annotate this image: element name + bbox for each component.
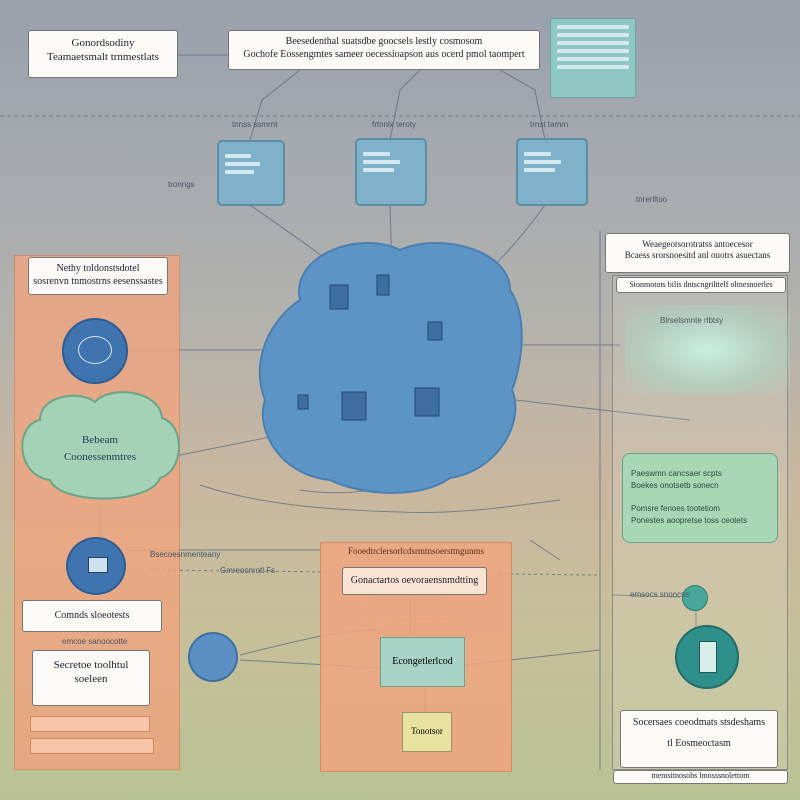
legend-bar bbox=[557, 33, 629, 37]
center-panel-button-label: Gonactartos oevoraensnmdtting bbox=[350, 575, 479, 586]
right-panel-title-line1: Weaegeotsorotratss antoecesor bbox=[642, 239, 753, 249]
right-panel-title-line2: Bcaess srorsnoesitd anl ouotrs asuectans bbox=[624, 250, 771, 261]
top-center-title-box: Beesedenthal suatsdbe goocsels lestly co… bbox=[228, 30, 540, 70]
left-node-ring bbox=[78, 336, 112, 364]
blue-circle-bottom[interactable] bbox=[188, 632, 238, 682]
top-center-title-line2: Gochofe Eossengmtes sameer oecessioapson… bbox=[243, 48, 525, 60]
server-node-2[interactable] bbox=[355, 138, 427, 206]
legend-bar bbox=[557, 41, 629, 45]
legend-bar bbox=[557, 49, 629, 53]
left-panel-title: Nethy toldonstsdotel sosrenvn tnmostrns … bbox=[28, 257, 168, 295]
left-device-circle[interactable] bbox=[66, 537, 126, 595]
server-label-3: trnst tamrn bbox=[530, 120, 569, 129]
left-box-secretoe-line1: Secretoe toolhtul bbox=[53, 659, 129, 671]
left-panel-title-line1: Nethy toldonstsdotel bbox=[56, 263, 140, 274]
center-small-label: Tonotsor bbox=[411, 726, 443, 736]
right-bottom-line2: tl Eosmeoctasm bbox=[667, 737, 731, 749]
mid-left-label: Bsecoesnmenteany bbox=[150, 550, 221, 559]
right-panel-title: Weaegeotsorotratss antoecesor Bcaess sro… bbox=[605, 233, 790, 273]
server-node-1[interactable] bbox=[217, 140, 285, 206]
small-teal-circle-label: emsocs snoocss bbox=[630, 590, 690, 599]
left-node-circle[interactable] bbox=[62, 318, 128, 384]
legend-bar bbox=[557, 25, 629, 29]
right-green-line3: Pomsre fenoes tootetiom bbox=[631, 503, 720, 513]
center-panel-button[interactable]: Gonactartos oevoraensnmdtting bbox=[342, 567, 487, 595]
left-panel-title-line2: sosrenvn tnmostrns eesenssastes bbox=[33, 275, 163, 287]
top-left-title-line1: Gonordsodiny bbox=[71, 37, 135, 49]
left-cloud-line2: Coonessenmtres bbox=[63, 450, 137, 463]
left-box-comnds-label: Comnds sloeotests bbox=[54, 610, 130, 621]
node-bar bbox=[225, 170, 254, 174]
node-bar bbox=[524, 152, 552, 156]
left-box-comnds: Comnds sloeotests bbox=[22, 600, 162, 632]
left-cloud-text: Bebeam Coonessenmtres bbox=[30, 432, 170, 465]
right-green-box[interactable]: Paeswmn cancsaer scpts Boekes onotsetb s… bbox=[622, 453, 778, 543]
server-node-3[interactable] bbox=[516, 138, 588, 206]
top-left-title-box: Gonordsodiny Teamaetsmalt trnmestlats bbox=[28, 30, 178, 78]
teal-database-circle[interactable] bbox=[675, 625, 739, 689]
left-bottom-bar-1 bbox=[30, 716, 150, 732]
right-panel-subtitle: Stonmotots bilis dntscngrilttelf oltnesn… bbox=[616, 277, 786, 293]
left-box-secretoe-line2: soeleen bbox=[74, 672, 108, 685]
right-glow-area bbox=[625, 305, 790, 395]
right-footer: tnemsitnosohs lmnsssnolettom bbox=[613, 770, 788, 784]
top-left-title-line2: Teamaetsmalt trnmestlats bbox=[47, 50, 159, 63]
node-bar bbox=[225, 154, 251, 158]
left-bottom-bar-2 bbox=[30, 738, 154, 754]
node-bar bbox=[363, 160, 401, 164]
server-label-1: tnnss ssmrnt bbox=[232, 120, 278, 129]
database-icon bbox=[699, 641, 717, 673]
left-caption: emcoe sanoocotte bbox=[62, 637, 128, 646]
right-bottom-box: Socersaes coeodmats stsdeshams tl Eosmeo… bbox=[620, 710, 778, 768]
small-teal-circle[interactable] bbox=[682, 585, 708, 611]
left-box-secretoe: Secretoe toolhtul soeleen bbox=[32, 650, 150, 706]
right-green-line2: Boekes onotsetb sonecn bbox=[631, 481, 719, 491]
side-label-left: tronngs bbox=[168, 180, 195, 189]
center-small-box: Tonotsor bbox=[402, 712, 452, 752]
center-panel-header: Fooedtrclersorlcdsrmtnsoersttngunms bbox=[348, 546, 484, 556]
right-green-line1: Paeswmn cancsaer scpts bbox=[631, 469, 722, 478]
right-glow-label: Blrselsmnte rlbtsy bbox=[660, 316, 724, 325]
node-bar bbox=[225, 162, 261, 166]
right-bottom-line1: Socersaes coeodmats stsdeshams bbox=[632, 717, 766, 728]
node-bar bbox=[363, 152, 391, 156]
node-bar bbox=[524, 160, 562, 164]
center-screen-label: Econgetlerlcod bbox=[392, 656, 453, 667]
top-center-title-line1: Beesedenthal suatsdbe goocsels lestly co… bbox=[285, 36, 483, 47]
mid-left-label-2: Gmreocnrotl Fs bbox=[220, 566, 276, 575]
node-bar bbox=[524, 168, 555, 172]
legend-bar bbox=[557, 57, 629, 61]
legend-bar bbox=[557, 65, 629, 69]
node-bar bbox=[363, 168, 394, 172]
server-label-2: frtnnlx teroty bbox=[372, 120, 417, 129]
top-right-legend bbox=[550, 18, 636, 98]
device-icon bbox=[88, 557, 108, 573]
side-label-right: tnrerlltoo bbox=[636, 195, 668, 204]
right-green-line4: Ponestes aoopretse toss ceotets bbox=[631, 516, 748, 526]
center-screen[interactable]: Econgetlerlcod bbox=[380, 637, 465, 687]
left-cloud-line1: Bebeam bbox=[81, 434, 119, 446]
